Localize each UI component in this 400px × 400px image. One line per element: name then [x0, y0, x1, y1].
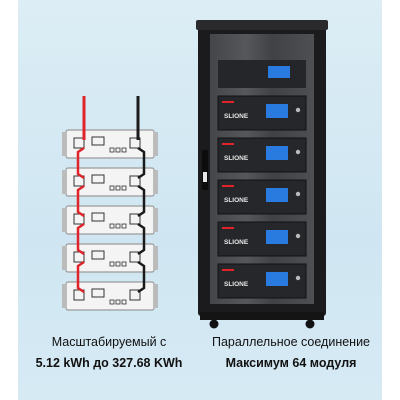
- module-lcd-display: [266, 146, 288, 160]
- scalability-caption: Масштабируемый с 5.12 kWh до 327.68 KWh: [18, 334, 200, 372]
- wheel-icon: [209, 319, 219, 329]
- module-handle-left: [62, 208, 66, 232]
- module-handle-right: [154, 170, 158, 194]
- module-switch-icon: [295, 107, 301, 113]
- module-led-icon: [121, 223, 127, 229]
- module-led-icon: [109, 185, 115, 191]
- module-handle-right: [154, 246, 158, 270]
- module-display: [91, 288, 105, 298]
- parallel-caption-line2: Максимум 64 модуля: [225, 356, 357, 370]
- module-lcd-display: [266, 230, 288, 244]
- module-led-icon: [121, 261, 127, 267]
- handle-lock-icon: [203, 172, 207, 182]
- parallel-caption: Параллельное соединение Максимум 64 моду…: [200, 334, 382, 372]
- brand-label: SLIONE: [224, 239, 249, 246]
- cabinet-module: SLIONE: [217, 95, 307, 131]
- cabinet-top: [196, 20, 328, 30]
- negative-link-cable: [137, 260, 146, 294]
- module-display: [91, 212, 105, 222]
- module-led-icon: [109, 223, 115, 229]
- module-switch-icon: [295, 275, 301, 281]
- brand-label: SLIONE: [224, 197, 249, 204]
- module-port-icon: [73, 137, 85, 149]
- module-port-icon: [129, 137, 141, 149]
- brand-label: SLIONE: [224, 281, 249, 288]
- module-led-icon: [115, 147, 121, 153]
- module-led-icon: [115, 261, 121, 267]
- module-port-icon: [129, 175, 141, 187]
- module-handle-right: [154, 284, 158, 308]
- module-led-icon: [115, 185, 121, 191]
- module-led-icon: [115, 299, 121, 305]
- cabinet-module: SLIONE: [217, 137, 307, 173]
- module-display: [91, 136, 105, 146]
- cabinet-module: SLIONE: [217, 221, 307, 257]
- module-led-icon: [121, 299, 127, 305]
- module-handle-left: [62, 284, 66, 308]
- module-led-icon: [115, 223, 121, 229]
- battery-module: [62, 167, 158, 197]
- positive-link-cable: [76, 260, 85, 294]
- module-handle-left: [62, 132, 66, 156]
- module-port-icon: [129, 289, 141, 301]
- brand-label: SLIONE: [224, 155, 249, 162]
- door-handle[interactable]: [202, 150, 208, 190]
- negative-link-cable: [137, 222, 146, 256]
- scalability-caption-line2: 5.12 kWh до 327.68 KWh: [35, 356, 183, 370]
- positive-link-cable: [76, 222, 85, 256]
- wheel-icon: [305, 319, 315, 329]
- module-port-icon: [129, 251, 141, 263]
- module-switch-icon: [295, 191, 301, 197]
- battery-module: [62, 281, 158, 311]
- cabinet-module: SLIONE: [217, 263, 307, 299]
- module-led-icon: [121, 185, 127, 191]
- module-led-icon: [109, 147, 115, 153]
- battery-module: [62, 205, 158, 235]
- module-handle-right: [154, 208, 158, 232]
- parallel-caption-line1: Параллельное соединение: [211, 335, 371, 349]
- battery-cabinet: SLIONE SLIONE SLIONE SLIONE SLIONE: [196, 20, 328, 329]
- cabinet-controller: [218, 60, 306, 88]
- scalability-caption-line1: Масштабируемый с: [51, 335, 167, 349]
- battery-module: [62, 129, 158, 159]
- negative-link-cable: [137, 146, 146, 180]
- negative-link-cable: [137, 184, 146, 218]
- brand-label: SLIONE: [224, 113, 249, 120]
- module-handle-right: [154, 132, 158, 156]
- module-port-icon: [129, 213, 141, 225]
- module-display: [91, 174, 105, 184]
- module-switch-icon: [295, 233, 301, 239]
- module-led-icon: [109, 261, 115, 267]
- module-lcd-display: [266, 188, 288, 202]
- module-led-icon: [121, 147, 127, 153]
- cabinet-module: SLIONE: [217, 179, 307, 215]
- module-switch-icon: [295, 149, 301, 155]
- controller-display: [268, 66, 290, 78]
- battery-module: [62, 243, 158, 273]
- module-handle-left: [62, 170, 66, 194]
- module-lcd-display: [266, 272, 288, 286]
- positive-link-cable: [76, 146, 85, 180]
- positive-link-cable: [76, 184, 85, 218]
- cabinet-module-body: [217, 179, 307, 215]
- module-led-icon: [109, 299, 115, 305]
- module-lcd-display: [266, 104, 288, 118]
- battery-stack: [62, 96, 158, 311]
- module-handle-left: [62, 246, 66, 270]
- module-display: [91, 250, 105, 260]
- cabinet-base: [200, 312, 324, 320]
